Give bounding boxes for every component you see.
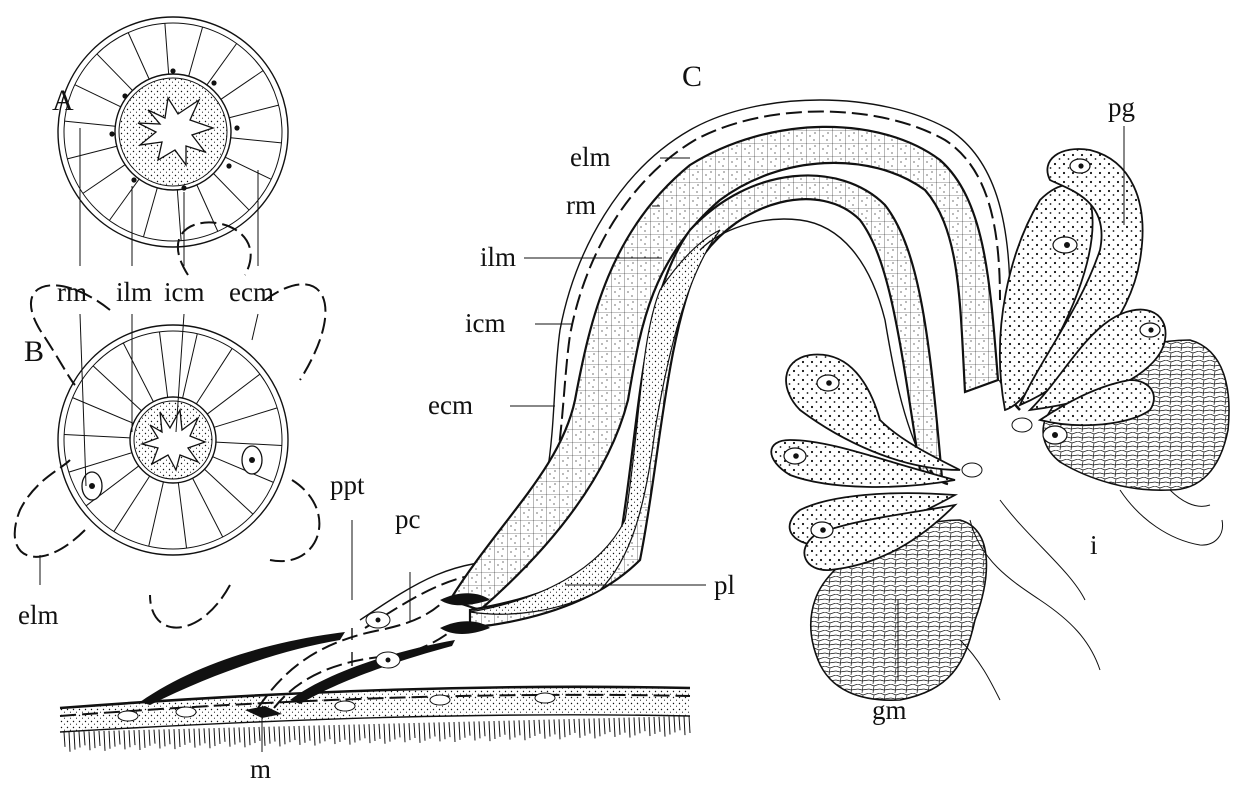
label-elm-b: elm <box>18 600 59 630</box>
label-pc: pc <box>395 504 421 534</box>
panel-c-organ <box>60 100 1229 752</box>
label-ppt: ppt <box>330 470 365 500</box>
label-pl: pl <box>714 570 735 600</box>
label-rm-c: rm <box>566 190 596 220</box>
label-gm: gm <box>872 695 907 725</box>
panel-label-a: A <box>52 84 74 117</box>
label-i: i <box>1090 530 1098 560</box>
label-m: m <box>250 754 271 784</box>
label-ilm-c: ilm <box>480 242 516 272</box>
label-elm-c: elm <box>570 142 611 172</box>
panel-label-c: C <box>682 60 702 93</box>
label-ilm-a: ilm <box>116 277 152 307</box>
ab-leader-lines <box>40 128 258 585</box>
panel-a-cross-section <box>58 17 288 247</box>
label-icm-c: icm <box>465 308 506 338</box>
label-icm-a: icm <box>164 277 205 307</box>
label-ecm-c: ecm <box>428 390 473 420</box>
panel-label-b: B <box>24 335 44 368</box>
label-rm-a: rm <box>57 277 87 307</box>
label-ecm-a: ecm <box>229 277 274 307</box>
label-pg: pg <box>1108 92 1135 122</box>
